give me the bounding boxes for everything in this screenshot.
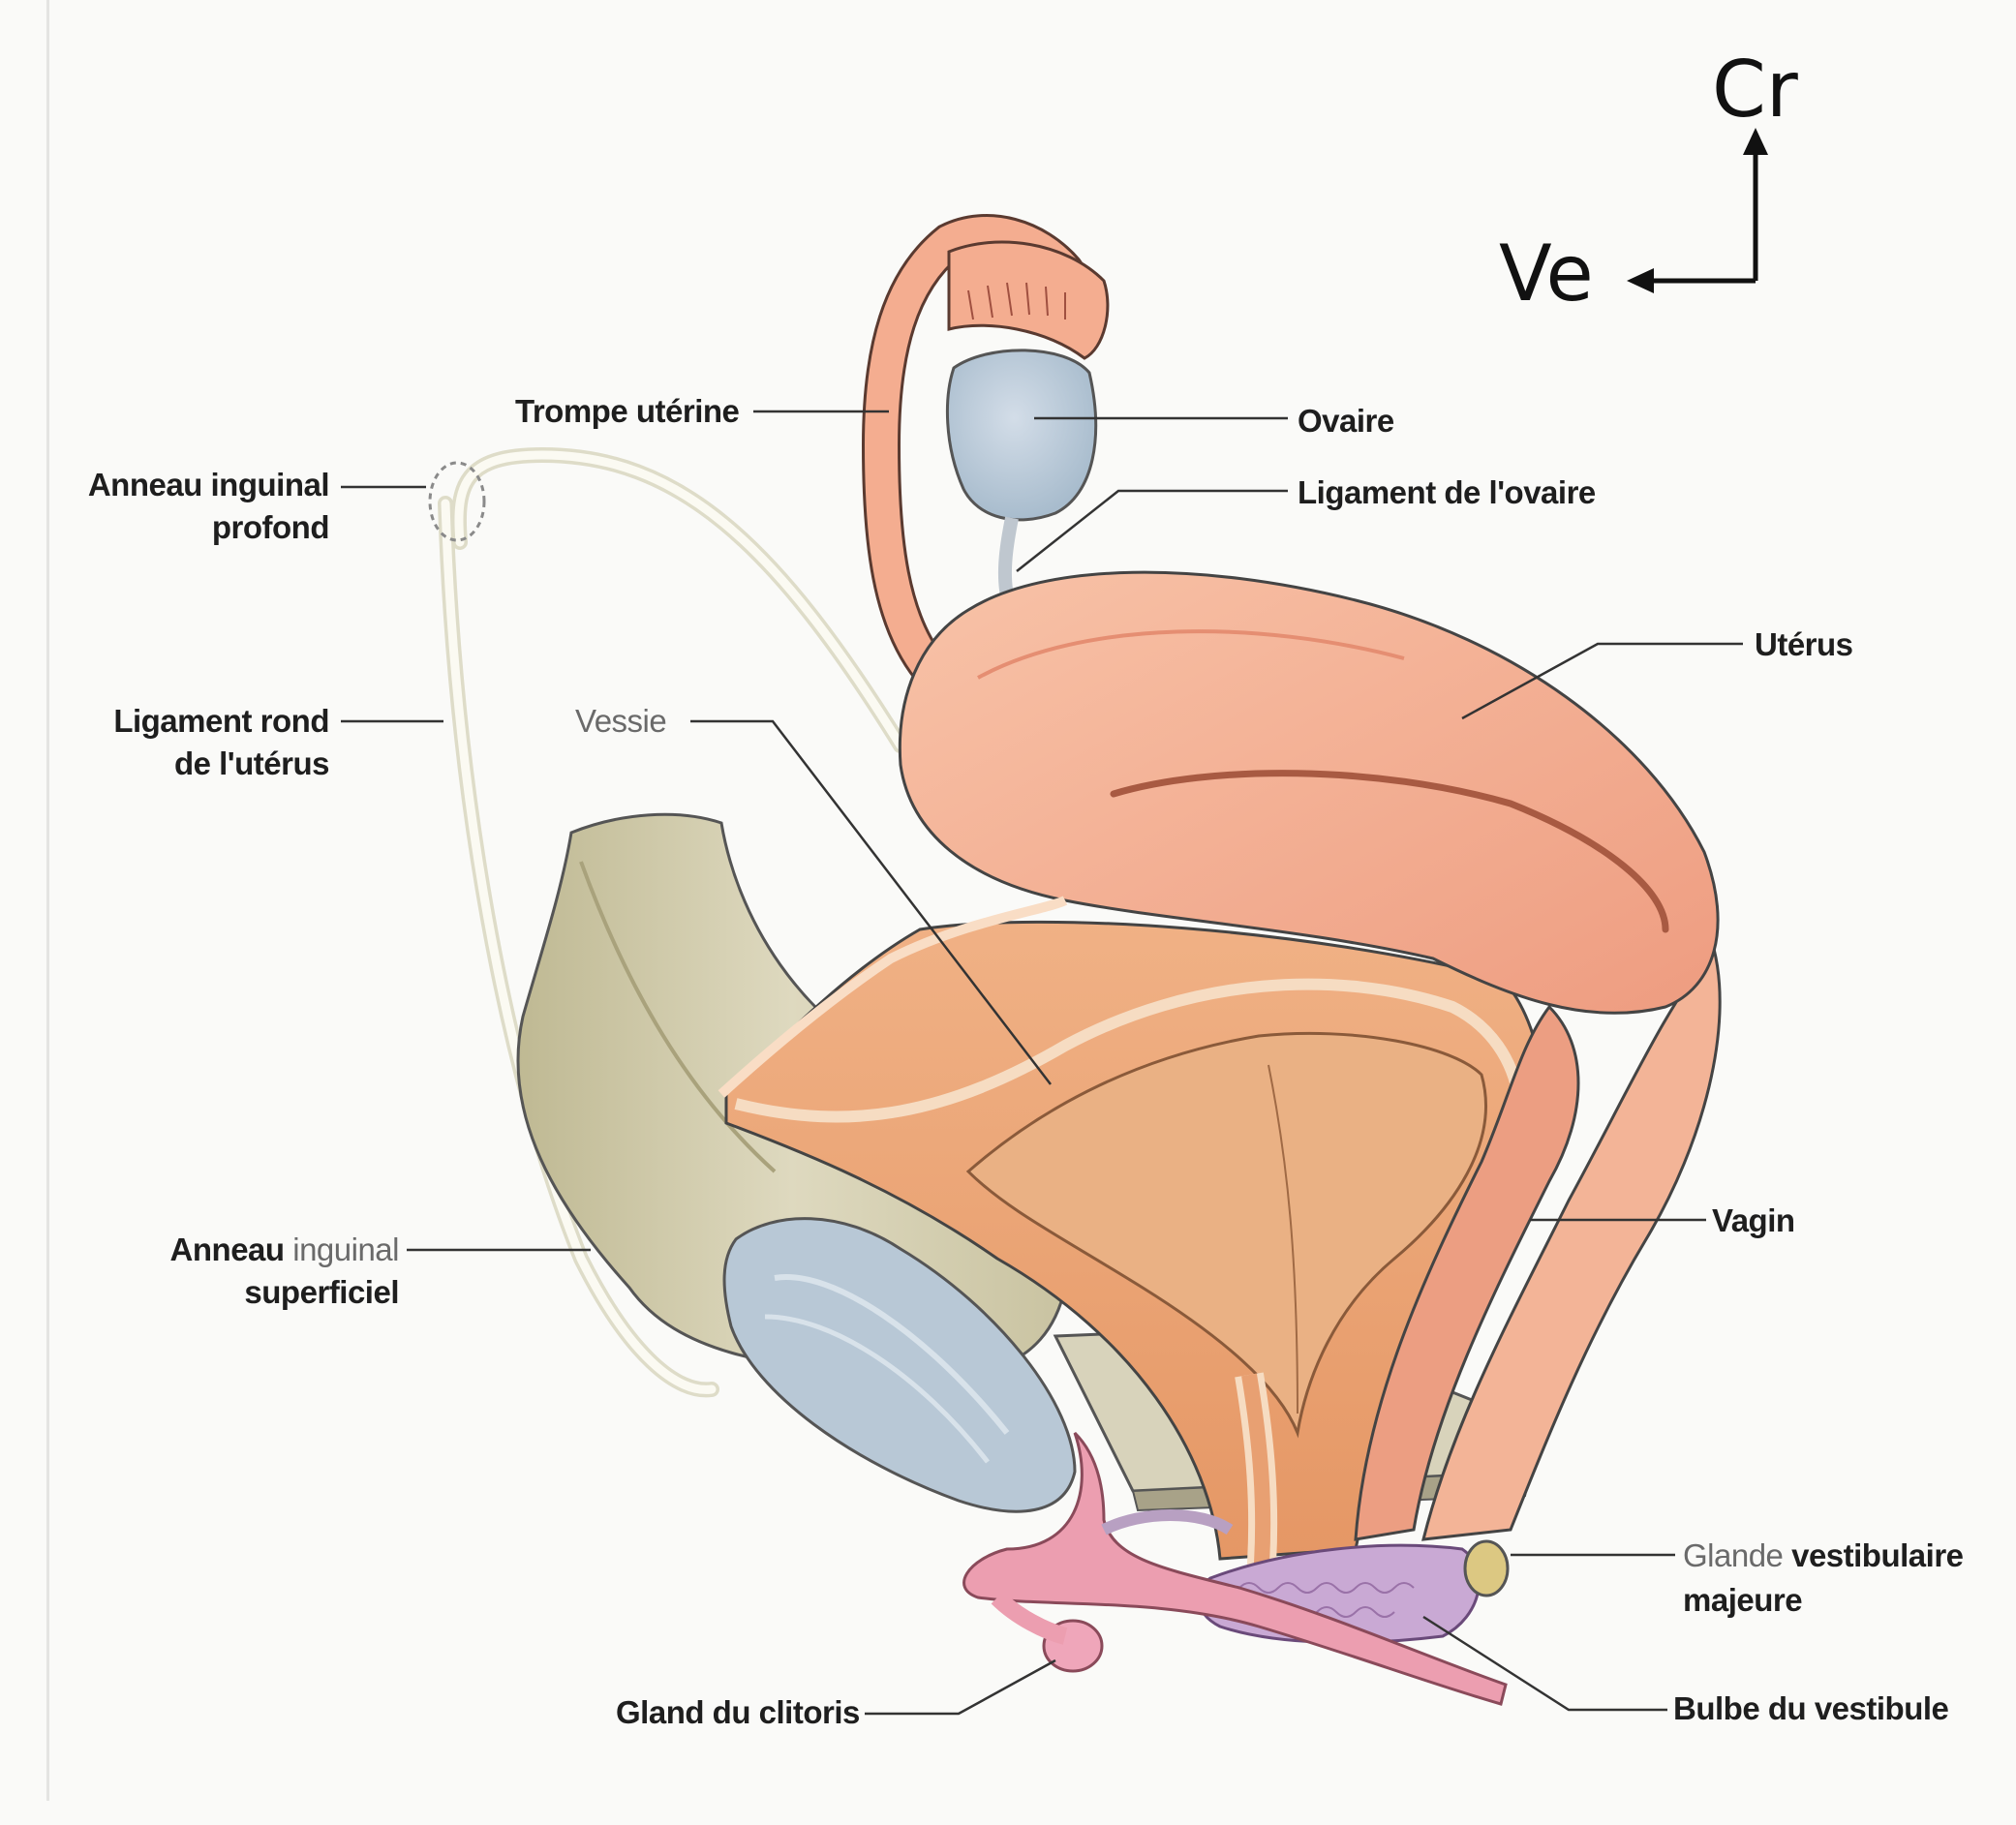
ovary	[945, 349, 1098, 522]
label-glande-word1: Glande	[1683, 1537, 1784, 1573]
label-glande-line2: majeure	[1683, 1582, 1803, 1618]
page-edge-rule	[46, 0, 49, 1801]
leader-lines	[341, 410, 1743, 1716]
greater-vestibular-gland	[1463, 1539, 1510, 1597]
label-vagin: Vagin	[1712, 1202, 1795, 1238]
round-ligament	[450, 446, 908, 753]
label-gland-clitoris: Gland du clitoris	[616, 1694, 860, 1730]
label-anneau-superficiel-word1: Anneau	[169, 1232, 286, 1267]
leader-vessie	[690, 719, 1052, 1085]
label-anneau-superficiel-word2: inguinal	[292, 1232, 399, 1267]
symphysis-cartilage	[722, 1217, 1077, 1513]
label-ligament-rond-line1: Ligament rond	[113, 703, 329, 739]
orientation-arrows	[1627, 128, 1768, 293]
leader-gland-clitoris	[865, 1658, 1056, 1716]
label-ligament-ovaire: Ligament de l'ovaire	[1298, 474, 1596, 510]
label-ligament-rond-line2: de l'utérus	[173, 745, 330, 781]
leader-bulbe	[1422, 1615, 1667, 1712]
uterine-cavity	[1110, 770, 1669, 933]
label-anneau-profond-line1: Anneau inguinal	[87, 467, 330, 502]
label-anneau-superficiel-line1: Anneau inguinal	[58, 1230, 400, 1270]
vagina	[1354, 1004, 1580, 1541]
label-anneau-superficiel-line2: superficiel	[244, 1274, 399, 1310]
label-ovaire: Ovaire	[1298, 403, 1394, 439]
ovarian-ligament	[997, 516, 1019, 597]
bladder-lumen	[965, 1031, 1487, 1439]
cranial-label: Cr	[1712, 45, 1798, 135]
uterus	[898, 570, 1720, 1015]
ventral-label: Ve	[1499, 228, 1594, 319]
label-bulbe-vestibule: Bulbe du vestibule	[1673, 1690, 1949, 1726]
vesico-uterine-fold	[718, 896, 1068, 1098]
clitoris-body	[962, 1431, 1508, 1706]
leader-ligament-ovaire	[1016, 489, 1288, 572]
leader-uterus	[1461, 642, 1743, 720]
label-glande-line1: Glande vestibulaire	[1683, 1536, 1964, 1576]
label-glande-word2: vestibulaire	[1791, 1537, 1964, 1573]
label-uterus: Utérus	[1755, 626, 1853, 662]
label-anneau-profond-line2: profond	[211, 509, 330, 545]
label-trompe-uterine: Trompe utérine	[515, 393, 740, 429]
label-vessie: Vessie	[575, 703, 667, 739]
deep-inguinal-ring	[428, 461, 486, 542]
